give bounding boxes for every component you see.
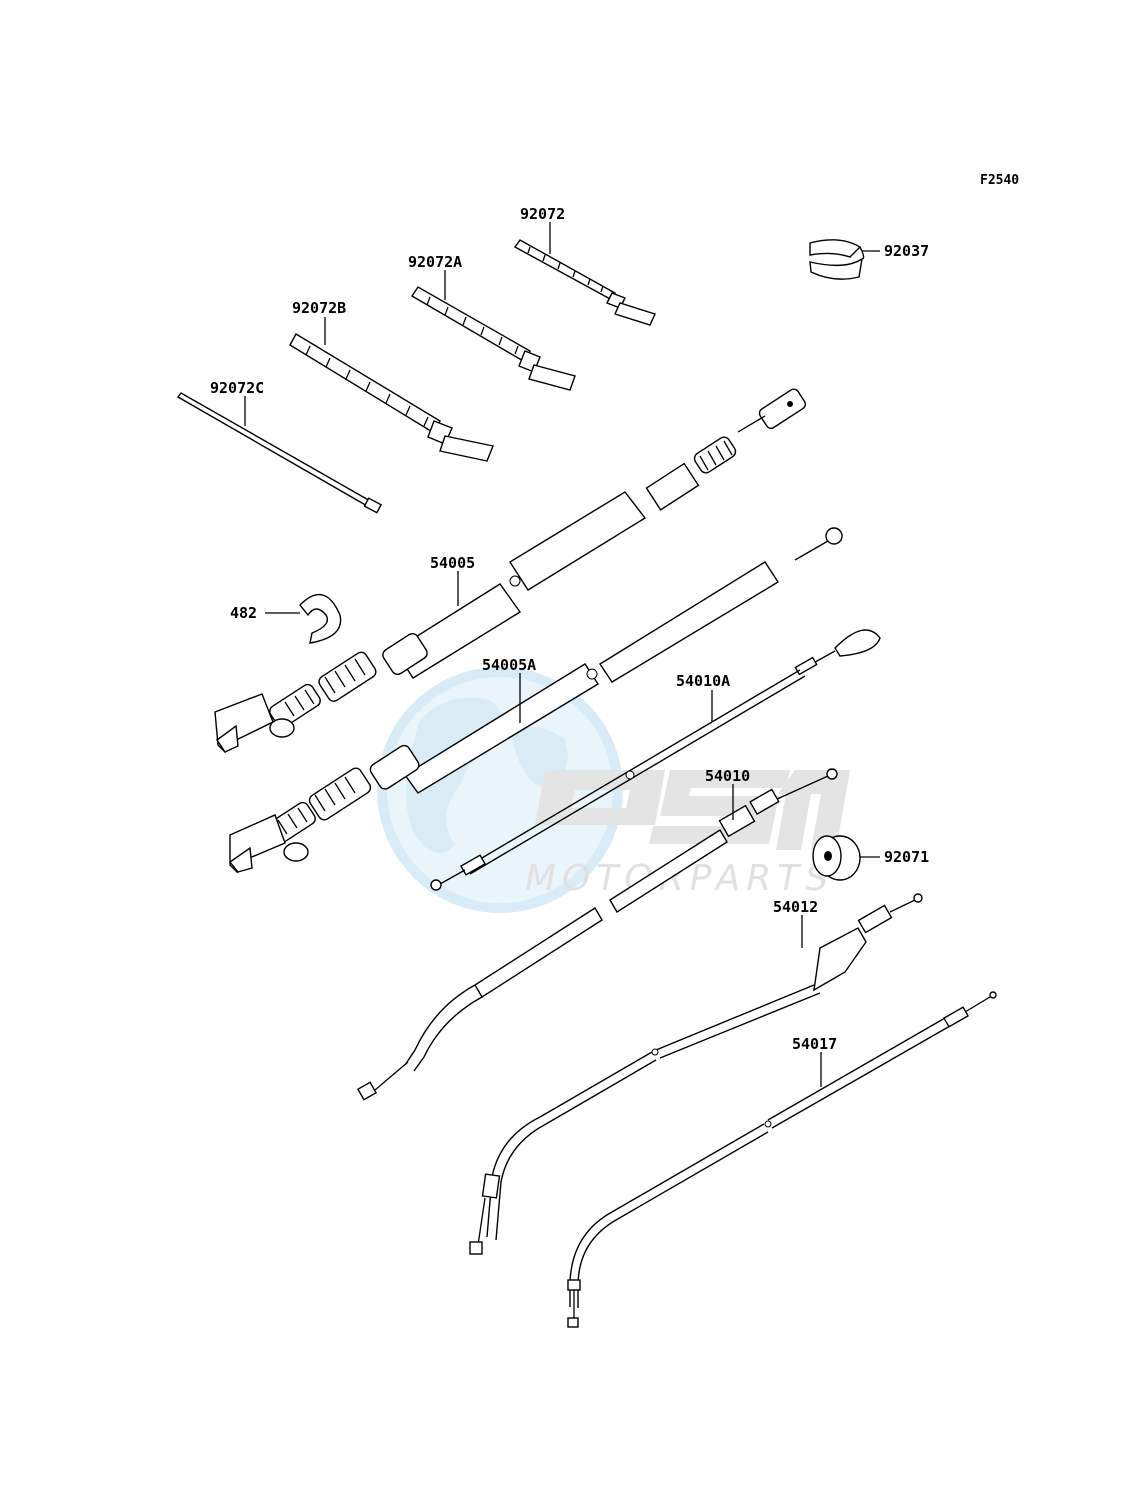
- cable-54010A[interactable]: [430, 629, 881, 891]
- cable-tie-92072A[interactable]: [411, 286, 576, 391]
- cable-tie-92072B[interactable]: [289, 333, 494, 462]
- callout-54005A: 54005A: [482, 656, 536, 674]
- callout-92072B: 92072B: [292, 299, 346, 317]
- callout-92072: 92072: [520, 205, 565, 223]
- callout-92071: 92071: [884, 848, 929, 866]
- leader-lines: [244, 222, 880, 1087]
- callout-92072A: 92072A: [408, 253, 462, 271]
- grommet-92071[interactable]: [812, 835, 861, 881]
- callout-54005: 54005: [430, 554, 475, 572]
- cable-54005A[interactable]: [228, 527, 843, 874]
- cable-54012[interactable]: [469, 893, 923, 1255]
- callout-92072C: 92072C: [210, 379, 264, 397]
- callout-482: 482: [230, 604, 257, 622]
- cable-tie-92072C[interactable]: [176, 392, 383, 514]
- callout-54010: 54010: [705, 767, 750, 785]
- clamp-92037[interactable]: [809, 239, 865, 280]
- cable-tie-92072[interactable]: [513, 239, 656, 326]
- callout-54012: 54012: [773, 898, 818, 916]
- callout-54010A: 54010A: [676, 672, 730, 690]
- cable-54017[interactable]: [567, 991, 997, 1328]
- watermark-logo: MOTORPARTS: [377, 667, 850, 913]
- figure-code: F2540: [980, 173, 1019, 188]
- callout-54017: 54017: [792, 1035, 837, 1053]
- callout-92037: 92037: [884, 242, 929, 260]
- cable-54005[interactable]: [214, 387, 807, 754]
- cable-54010[interactable]: [356, 768, 838, 1101]
- e-ring-482[interactable]: [299, 593, 342, 644]
